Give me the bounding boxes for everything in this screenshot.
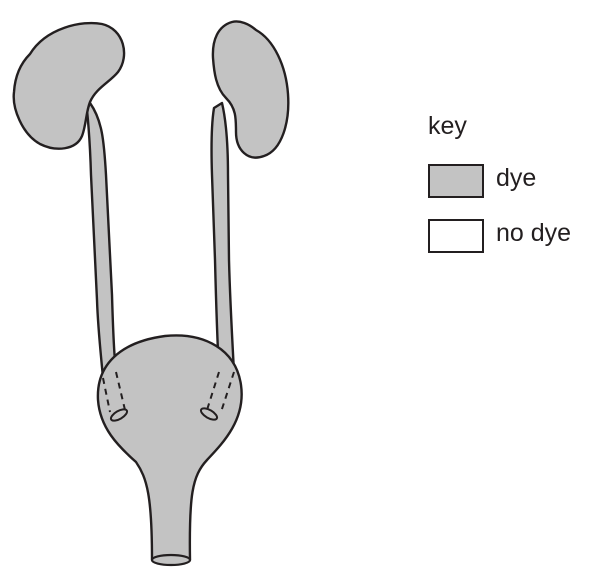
no-dye-label: no dye (496, 219, 571, 248)
left-ureter (87, 103, 116, 378)
urethra-opening (152, 555, 190, 565)
left-kidney (14, 23, 124, 149)
bladder (98, 335, 242, 560)
dye-swatch (428, 164, 484, 198)
no-dye-swatch (428, 219, 484, 253)
key-title: key (428, 112, 467, 141)
dye-label: dye (496, 164, 536, 193)
right-ureter (212, 103, 234, 372)
